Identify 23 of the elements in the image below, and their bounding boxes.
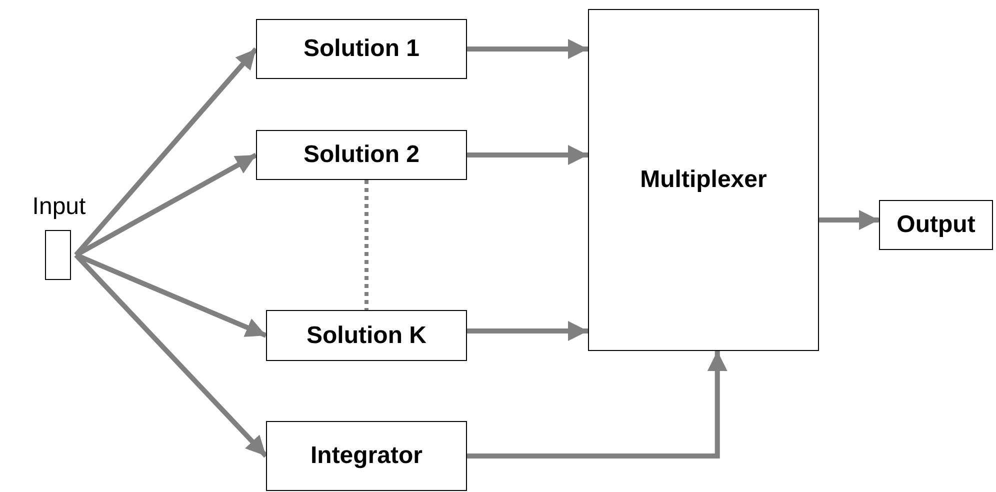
- process-box: [266, 310, 467, 361]
- arrow: [74, 152, 258, 258]
- box-label: Solution K: [306, 322, 426, 350]
- process-box: [256, 130, 467, 180]
- box-label: Multiplexer: [640, 166, 767, 194]
- process-box: [266, 421, 467, 491]
- process-box: [879, 200, 993, 250]
- input-label: Input: [32, 193, 86, 221]
- arrow: [819, 210, 879, 230]
- arrow: [467, 145, 588, 165]
- process-box: [588, 9, 819, 351]
- arrow: [467, 351, 728, 458]
- arrow: [74, 47, 258, 257]
- arrow: [75, 252, 267, 338]
- process-box: [256, 19, 467, 79]
- arrow: [467, 39, 588, 59]
- box-label: Output: [896, 211, 976, 239]
- box-label: Solution 2: [304, 141, 420, 169]
- dotted-connector: [364, 180, 368, 310]
- box-label: Integrator: [310, 442, 422, 470]
- arrow: [74, 253, 268, 458]
- box-label: Solution 1: [304, 35, 420, 63]
- arrow: [467, 321, 588, 341]
